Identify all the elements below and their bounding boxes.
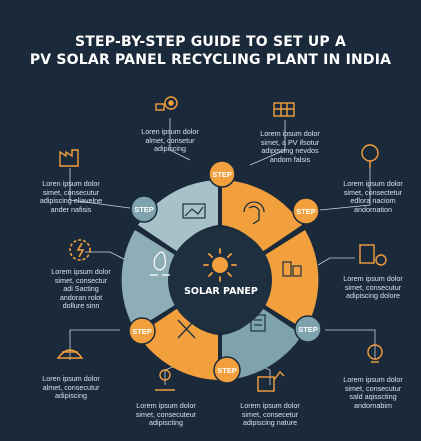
caption-bottom-right: Lorem ipsum dolor simet, consecetur adip… xyxy=(240,401,300,428)
segment-bottom-left xyxy=(138,308,218,380)
recycle-drop-icon xyxy=(150,251,170,276)
hands-recycle-icon xyxy=(56,349,84,359)
caption-top-right: Lorem ipsum dolor simet, a PV ifsotur ad… xyxy=(260,129,320,164)
caption-left-middle: Lorem ipsum dolor simet, consectur adi S… xyxy=(51,267,111,311)
lightbulb-icon xyxy=(367,344,383,363)
factory-icon xyxy=(59,149,79,167)
tools-icon xyxy=(177,319,196,339)
caption-bottom-left: Lorem ipsum dolor simet, consecuteur adi… xyxy=(135,401,197,428)
tree-gear-icon xyxy=(361,144,379,168)
building-chart-icon xyxy=(257,370,285,392)
step-label: STEP xyxy=(132,327,152,336)
solar-cog-icon xyxy=(155,96,178,111)
segment-left xyxy=(121,230,175,330)
caption-right-middle: Lorem ipsum dolor simet, consecutur adip… xyxy=(343,274,403,301)
segment-bottom-right xyxy=(222,308,302,380)
connector-lines xyxy=(69,118,376,385)
step-label: STEP xyxy=(134,205,154,214)
title-line-1: STEP-BY-STEP GUIDE TO SET UP A xyxy=(74,34,346,50)
caption-left-lower: Loren ipsum dolor almet, consecutur adip… xyxy=(42,374,100,401)
ring-segments xyxy=(121,180,319,380)
step-badge-upper-left: STEP xyxy=(130,195,158,223)
monitor-gear-icon xyxy=(359,244,387,266)
segment-top-left xyxy=(138,180,218,252)
gear-bolt-icon xyxy=(69,239,91,261)
document-panel-icon xyxy=(250,314,266,332)
step-label: STEP xyxy=(217,366,237,375)
caption-right-upper: Lorem ipsum dolor simet, consectetur edl… xyxy=(343,179,403,214)
landscape-icon xyxy=(182,203,206,219)
segment-top-right xyxy=(222,180,302,252)
city-buildings-icon xyxy=(282,261,302,277)
step-badge-bottom: STEP xyxy=(213,356,241,384)
worker-sun-icon xyxy=(155,369,175,391)
hand-touch-icon xyxy=(243,201,265,225)
step-badge-upper-right: STEP xyxy=(292,197,320,225)
step-label: STEP xyxy=(212,170,232,179)
step-badge-top: STEP xyxy=(208,160,236,188)
step-badge-lower-right: STEP xyxy=(294,315,322,343)
step-badges: STEP STEP STEP STEP STEP STEP xyxy=(128,160,322,384)
title-line-2: PV SOLAR PANEL RECYCLING PLANT IN INDIA xyxy=(29,52,392,68)
step-label: STEP xyxy=(298,325,318,334)
caption-left-upper: Loren ipsum dolor simet, consecutur adip… xyxy=(39,179,103,214)
sun-icon xyxy=(203,248,237,282)
caption-right-lower: Lorem ipsum dolor simet, consecutur sald… xyxy=(343,375,403,410)
caption-top-left: Loren ipsum dolor almet, consetur adipis… xyxy=(141,127,199,154)
step-label: STEP xyxy=(296,207,316,216)
segment-right xyxy=(265,230,319,330)
solar-panel-icon xyxy=(273,102,295,117)
step-badge-lower-left: STEP xyxy=(128,317,156,345)
center-label: SOLAR PANEP xyxy=(184,286,258,297)
